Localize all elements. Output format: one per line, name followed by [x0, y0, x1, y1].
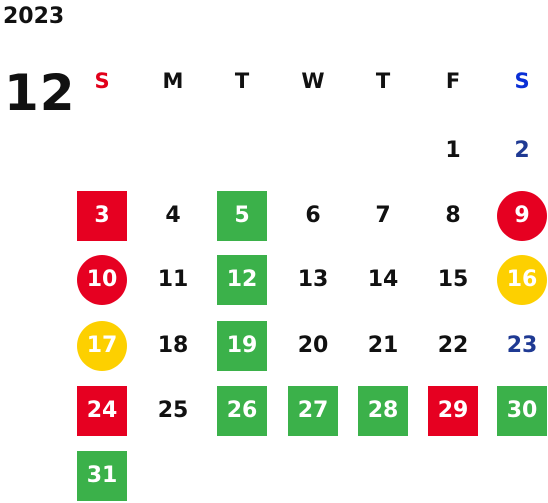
calendar-day-17[interactable]: 17 — [77, 321, 127, 371]
weekday-header-4: T — [375, 69, 391, 93]
calendar-day-27[interactable]: 27 — [288, 386, 338, 436]
weekday-header-6: S — [514, 69, 530, 93]
calendar-day-28[interactable]: 28 — [358, 386, 408, 436]
calendar-day-4[interactable]: 4 — [165, 203, 181, 228]
calendar-day-7[interactable]: 7 — [375, 203, 391, 228]
calendar-day-29[interactable]: 29 — [428, 386, 478, 436]
calendar-day-12[interactable]: 12 — [217, 255, 267, 305]
calendar-day-25[interactable]: 25 — [157, 398, 189, 423]
weekday-header-3: W — [301, 69, 325, 93]
calendar-day-13[interactable]: 13 — [297, 267, 329, 292]
calendar-day-26[interactable]: 26 — [217, 386, 267, 436]
calendar-day-19[interactable]: 19 — [217, 321, 267, 371]
calendar-day-14[interactable]: 14 — [367, 267, 399, 292]
calendar-day-18[interactable]: 18 — [157, 333, 189, 358]
calendar-day-10[interactable]: 10 — [77, 255, 127, 305]
weekday-header-5: F — [445, 69, 461, 93]
calendar-day-16[interactable]: 16 — [497, 255, 547, 305]
weekday-header-0: S — [94, 69, 110, 93]
calendar-day-23[interactable]: 23 — [506, 333, 538, 358]
calendar-day-11[interactable]: 11 — [157, 267, 189, 292]
calendar-day-20[interactable]: 20 — [297, 333, 329, 358]
calendar-day-15[interactable]: 15 — [437, 267, 469, 292]
year-label: 2023 — [3, 4, 65, 29]
weekday-header-1: M — [162, 69, 184, 93]
calendar-day-30[interactable]: 30 — [497, 386, 547, 436]
month-label: 12 — [4, 64, 76, 122]
calendar-day-31[interactable]: 31 — [77, 451, 127, 501]
calendar-day-2[interactable]: 2 — [514, 138, 530, 163]
calendar-day-24[interactable]: 24 — [77, 386, 127, 436]
calendar-day-8[interactable]: 8 — [445, 203, 461, 228]
calendar-day-21[interactable]: 21 — [367, 333, 399, 358]
calendar-day-5[interactable]: 5 — [217, 191, 267, 241]
calendar-day-6[interactable]: 6 — [305, 203, 321, 228]
calendar-day-3[interactable]: 3 — [77, 191, 127, 241]
calendar-day-22[interactable]: 22 — [437, 333, 469, 358]
calendar-day-9[interactable]: 9 — [497, 191, 547, 241]
weekday-header-2: T — [234, 69, 250, 93]
calendar-day-1[interactable]: 1 — [445, 138, 461, 163]
